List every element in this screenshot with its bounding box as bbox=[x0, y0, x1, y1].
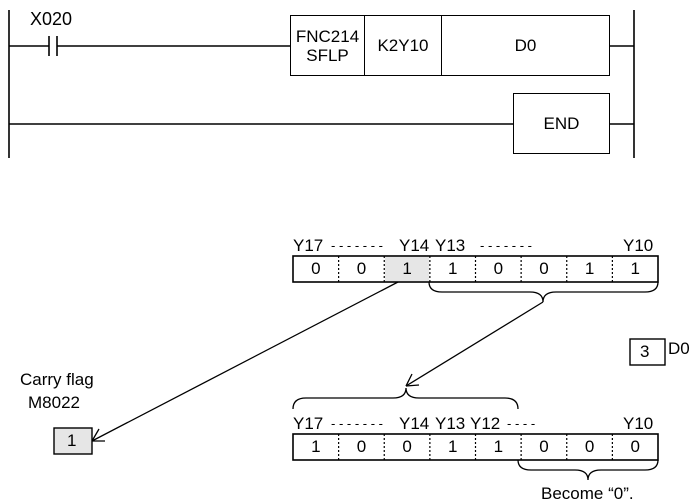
instruction-code: FNC214 bbox=[295, 26, 360, 46]
brace-after-high-bits bbox=[292, 387, 519, 410]
after-bit-5: 0 bbox=[539, 437, 549, 456]
before-bit-1: 0 bbox=[356, 259, 367, 278]
before-bit-2: 1 bbox=[385, 257, 429, 281]
after-y10-label: Y10 bbox=[623, 414, 654, 433]
become-zero-note: Become “0”. bbox=[541, 484, 634, 503]
operand-d0-box: D0 bbox=[441, 15, 610, 76]
after-bit-1: 0 bbox=[356, 437, 367, 456]
before-y10-label: Y10 bbox=[623, 236, 654, 255]
carry-flag-label: Carry flag bbox=[20, 370, 94, 389]
before-bit-0: 0 bbox=[311, 259, 321, 278]
before-y13-label: Y13 bbox=[435, 236, 466, 255]
carry-arrow-head bbox=[91, 428, 105, 442]
carry-flag-value: 1 bbox=[67, 431, 77, 450]
before-y17-label: Y17 bbox=[293, 236, 324, 255]
before-y14-label: Y14 bbox=[399, 236, 430, 255]
after-right-dash: - - - - bbox=[507, 416, 536, 431]
brace-after-zero-bits bbox=[517, 459, 659, 481]
before-bit-7: 1 bbox=[630, 259, 640, 278]
after-bit-6: 0 bbox=[584, 437, 595, 456]
instruction-mnemonic: SFLP bbox=[306, 45, 349, 65]
before-bit-5: 0 bbox=[539, 259, 549, 278]
before-left-dash: - - - - - - - bbox=[331, 238, 383, 253]
after-bit-4: 1 bbox=[493, 437, 504, 456]
carry-arrow-line bbox=[91, 281, 399, 442]
after-bit-3: 1 bbox=[447, 437, 458, 456]
after-left-dash: - - - - - - - bbox=[331, 416, 383, 431]
connectors bbox=[91, 281, 659, 481]
after-bit-0: 1 bbox=[311, 437, 321, 456]
after-y12-label: Y12 bbox=[470, 414, 501, 433]
end-instruction-box: END bbox=[513, 93, 610, 154]
before-bit-4: 0 bbox=[493, 259, 504, 278]
bit-separators bbox=[338, 256, 613, 460]
d0-value: 3 bbox=[640, 342, 650, 361]
brace-before-low-bits bbox=[428, 281, 659, 303]
before-bit-6: 1 bbox=[584, 259, 595, 278]
operand-k2y10-box: K2Y10 bbox=[364, 15, 442, 76]
shift-arrow-line bbox=[405, 301, 544, 387]
after-bit-2: 0 bbox=[402, 437, 412, 456]
ladder-diagram bbox=[8, 10, 635, 158]
carry-frame bbox=[53, 427, 93, 455]
carry-flag-device: M8022 bbox=[28, 393, 80, 412]
after-y14-label: Y14 bbox=[399, 414, 430, 433]
before-right-dash: - - - - - - - bbox=[480, 238, 532, 253]
after-y13-label: Y13 bbox=[435, 414, 466, 433]
shift-arrow-head bbox=[405, 373, 420, 387]
contact-x020-label: X020 bbox=[30, 9, 73, 29]
d0-frame bbox=[629, 338, 666, 366]
before-bit-3: 1 bbox=[447, 259, 458, 278]
after-y17-label: Y17 bbox=[293, 414, 324, 433]
after-bit-7: 0 bbox=[630, 437, 640, 456]
d0-label: D0 bbox=[668, 339, 690, 358]
